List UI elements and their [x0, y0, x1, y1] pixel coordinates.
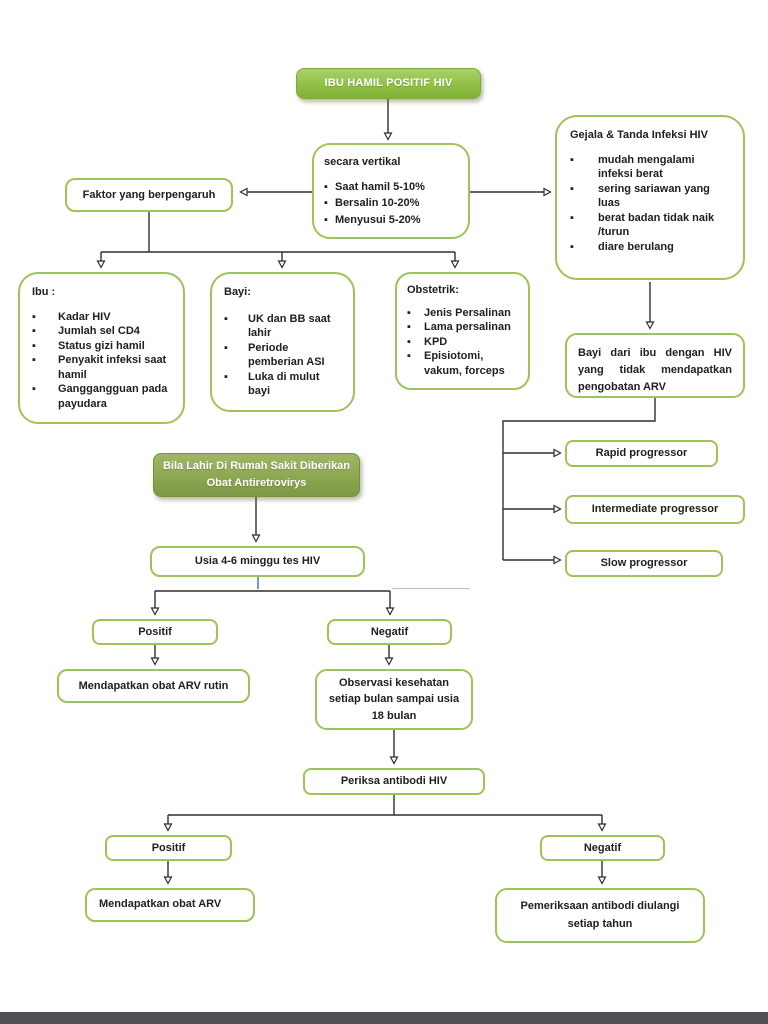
bullet-icon: ▪: [407, 350, 411, 363]
node-bayi-arv: Bayi dari ibu dengan HIV yang tidak mend…: [565, 333, 745, 398]
node-gejala: Gejala & Tanda Infeksi HIV ▪ mudah mengala…: [555, 115, 745, 280]
node-title: IBU HAMIL POSITIF HIV: [296, 68, 481, 99]
node-vertikal: secara vertikal ▪ Saat hamil 5-10% ▪ Bersali…: [312, 143, 470, 239]
node-pemeriksaan: Pemeriksaan antibodi diulangi setiap tah…: [495, 888, 705, 943]
bullet-text: Kadar HIV: [58, 310, 111, 323]
node-label: Mendapatkan obat ARV rutin: [78, 679, 229, 692]
node-label: Periksa antibodi HIV: [340, 775, 448, 788]
bullet-icon: ▪: [570, 153, 574, 166]
bullet-text: sering sariawan yang luas: [598, 182, 710, 210]
node-label: Observasi kesehatan setiap bulan sampai …: [328, 676, 460, 722]
node-label: Bayi dari ibu dengan HIV yang tidak mend…: [578, 347, 732, 394]
node-usia: Usia 4-6 minggu tes HIV: [150, 546, 365, 577]
node-negatif-bot: Negatif: [540, 835, 665, 861]
bullet-icon: ▪: [324, 213, 328, 226]
bullet-icon: ▪: [32, 354, 36, 367]
bullet-text: Penyakit infeksi saat hamil: [58, 354, 167, 381]
bullet-icon: ▪: [32, 325, 36, 338]
bullet-text: UK dan BB saat lahir: [248, 312, 331, 340]
bullet-icon: ▪: [224, 312, 228, 325]
node-label: Positif: [151, 841, 186, 854]
node-header: Obstetrik:: [407, 284, 459, 296]
bullet-text: KPD: [424, 335, 448, 348]
bullet-icon: ▪: [570, 182, 574, 195]
bullet-icon: ▪: [324, 180, 328, 193]
node-periksa: Periksa antibodi HIV: [303, 768, 485, 795]
node-header: Bayi:: [224, 286, 251, 298]
node-label: Rapid progressor: [595, 447, 688, 460]
node-label: Positif: [138, 625, 172, 638]
bullet-icon: ▪: [324, 197, 328, 209]
node-bayi: Bayi: ▪ UK dan BB saat lahir ▪ Periode pembe…: [210, 272, 355, 412]
node-label: Slow progressor: [600, 557, 688, 570]
bullet-text: Lama persalinan: [424, 321, 511, 334]
node-faktor: Faktor yang berpengaruh: [65, 178, 233, 212]
node-label: Mendapatkan obat ARV: [99, 898, 222, 910]
node-label: Intermediate progressor: [591, 503, 719, 516]
node-label: Bila Lahir Di Rumah Sakit Diberikan Obat…: [162, 459, 351, 489]
node-positif-mid: Positif: [92, 619, 218, 645]
node-bila-lahir: Bila Lahir Di Rumah Sakit Diberikan Obat…: [153, 453, 360, 497]
bullet-text: diare berulang: [598, 240, 674, 253]
bullet-text: Jumlah sel CD4: [58, 325, 140, 338]
viewer-bottom-bar: [0, 1012, 768, 1024]
bullet-text: berat badan tidak naik /turun: [598, 211, 715, 239]
bullet-text: Saat hamil 5-10%: [335, 180, 425, 193]
node-label: Negatif: [370, 625, 409, 638]
node-observasi: Observasi kesehatan setiap bulan sampai …: [315, 669, 473, 730]
bullet-icon: ▪: [570, 240, 574, 253]
node-arv-rutin: Mendapatkan obat ARV rutin: [57, 669, 250, 703]
bullet-text: Jenis Persalinan: [424, 306, 511, 319]
bullet-text: mudah mengalami infeksi berat: [598, 153, 695, 181]
node-label: Pemeriksaan antibodi diulangi setiap tah…: [520, 899, 680, 930]
node-label: Negatif: [583, 841, 622, 854]
node-ibu: Ibu : ▪ Kadar HIV ▪ Jumlah sel CD4 ▪ Status gi…: [18, 272, 185, 425]
bullet-text: Status gizi hamil: [58, 339, 145, 352]
bullet-icon: ▪: [224, 370, 228, 383]
node-header: Ibu :: [32, 286, 56, 298]
bullet-icon: ▪: [407, 321, 411, 334]
node-label: Faktor yang berpengaruh: [82, 188, 216, 201]
bullet-icon: ▪: [407, 306, 411, 319]
bullet-text: Periode pemberian ASI: [248, 341, 325, 369]
bullet-icon: ▪: [32, 310, 36, 323]
bullet-text: Menyusui 5-20%: [335, 213, 421, 226]
node-header: Gejala & Tanda Infeksi HIV: [570, 129, 708, 141]
bullet-icon: ▪: [570, 211, 574, 224]
node-label: IBU HAMIL POSITIF HIV: [324, 77, 453, 90]
node-obstetrik: Obstetrik: ▪ Jenis Persalinan ▪ Lama persali…: [395, 272, 530, 390]
node-label: Usia 4-6 minggu tes HIV: [194, 555, 321, 568]
bullet-icon: ▪: [32, 383, 36, 396]
bullet-icon: ▪: [224, 341, 228, 354]
node-arv-bot: Mendapatkan obat ARV: [85, 888, 255, 922]
bullet-text: Episiotomi, vakum, forceps: [424, 350, 505, 377]
node-positif-bot: Positif: [105, 835, 232, 861]
bullet-text: Ganggangguan pada payudara: [58, 383, 168, 410]
node-slow: Slow progressor: [565, 550, 723, 577]
bullet-icon: ▪: [407, 335, 411, 348]
bullet-icon: ▪: [32, 339, 36, 352]
node-negatif-mid: Negatif: [327, 619, 452, 645]
bullet-text: Bersalin 10-20%: [335, 197, 420, 209]
connector-line: [502, 398, 656, 560]
bullet-text: Luka di mulut bayi: [248, 370, 320, 398]
node-rapid: Rapid progressor: [565, 440, 718, 467]
node-header: secara vertikal: [324, 156, 401, 168]
node-intermediate: Intermediate progressor: [565, 495, 745, 524]
